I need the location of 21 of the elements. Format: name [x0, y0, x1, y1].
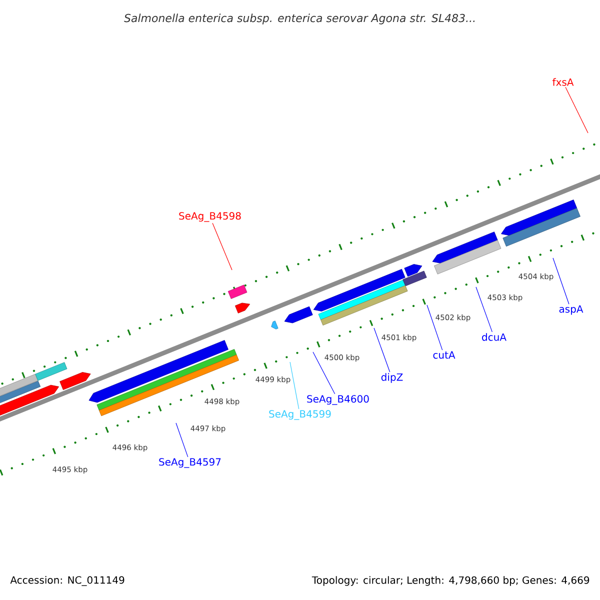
gene-label: fxsA: [552, 78, 574, 86]
leader-line: [212, 222, 232, 270]
leader-line: [476, 286, 492, 332]
leader-line: [426, 304, 443, 350]
gene-label: cutA: [433, 351, 456, 359]
leader-line: [565, 86, 588, 134]
leader-line: [176, 422, 188, 458]
leader-line: [290, 362, 300, 410]
gene-label: SeAg_B4599: [269, 410, 331, 420]
gene-label: SeAg_B4597: [159, 458, 221, 468]
gene-label: SeAg_B4600: [307, 395, 369, 405]
leader-line: [552, 258, 570, 304]
footer-text: Accession: NC_011149: [10, 576, 124, 586]
title: Salmonella enterica subsp. enterica serovar Agona str. SL483...: [124, 14, 475, 24]
footer-text: Topology: circular; Length: 4,798,660 bp; Genes: 4,669: [312, 576, 590, 586]
gene-label: SeAg_B4598: [179, 212, 241, 222]
leader-line: [374, 328, 390, 372]
gene-label: dcuA: [482, 333, 506, 341]
leader-line: [312, 352, 336, 394]
gene-label: dipZ: [381, 373, 403, 383]
gene-label: aspA: [559, 305, 584, 315]
